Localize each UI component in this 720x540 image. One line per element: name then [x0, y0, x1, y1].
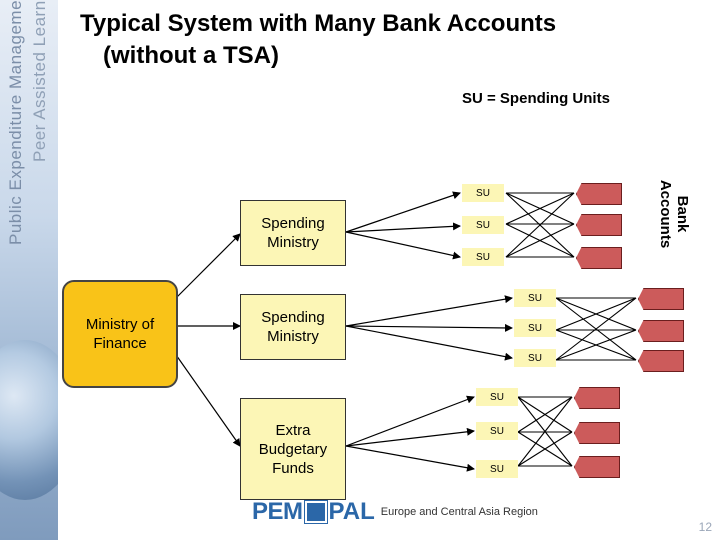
su-box: SU	[514, 289, 556, 307]
su-legend: SU = Spending Units	[462, 90, 610, 107]
logo-pal: PAL	[328, 498, 375, 525]
bank-account-icon	[576, 247, 622, 269]
su-box: SU	[476, 422, 518, 440]
page-number: 12	[698, 520, 712, 534]
logo-region: Europe and Central Asia Region	[380, 506, 538, 518]
bank-accounts-label: Bank Accounts	[654, 176, 694, 252]
su-box: SU	[462, 216, 504, 234]
bank-label-line-1: Bank	[674, 195, 691, 233]
bank-account-icon	[576, 183, 622, 205]
su-box: SU	[514, 319, 556, 337]
logo-pem: PEM	[252, 498, 303, 525]
bank-label-line-2: Accounts	[657, 179, 674, 249]
su-box: SU	[462, 248, 504, 266]
extra-budgetary-funds-node: Extra Budgetary Funds	[240, 398, 346, 500]
su-box: SU	[514, 349, 556, 367]
bank-account-icon	[638, 350, 684, 372]
logo-square-icon	[304, 501, 327, 523]
bank-account-icon	[638, 320, 684, 342]
page-title: Typical System with Many Bank Accounts (…	[80, 8, 556, 72]
sidebar-banner: Public Expenditure Management Peer Assis…	[0, 0, 58, 540]
pempal-logo: PEM PAL Europe and Central Asia Region	[252, 498, 538, 526]
ministry-of-finance-node: Ministry of Finance	[62, 280, 178, 388]
spending-ministry-1-node: Spending Ministry	[240, 200, 346, 266]
spending-ministry-2-node: Spending Ministry	[240, 294, 346, 360]
bank-account-icon	[574, 422, 620, 444]
bank-account-icon	[574, 387, 620, 409]
bank-account-icon	[638, 288, 684, 310]
bank-account-icon	[576, 214, 622, 236]
su-box: SU	[462, 184, 504, 202]
globe-icon	[0, 340, 58, 500]
su-box: SU	[476, 460, 518, 478]
title-line-2: (without a TSA)	[103, 42, 279, 69]
su-box: SU	[476, 388, 518, 406]
title-line-1: Typical System with Many Bank Accounts	[80, 10, 557, 37]
bank-account-icon	[574, 456, 620, 478]
